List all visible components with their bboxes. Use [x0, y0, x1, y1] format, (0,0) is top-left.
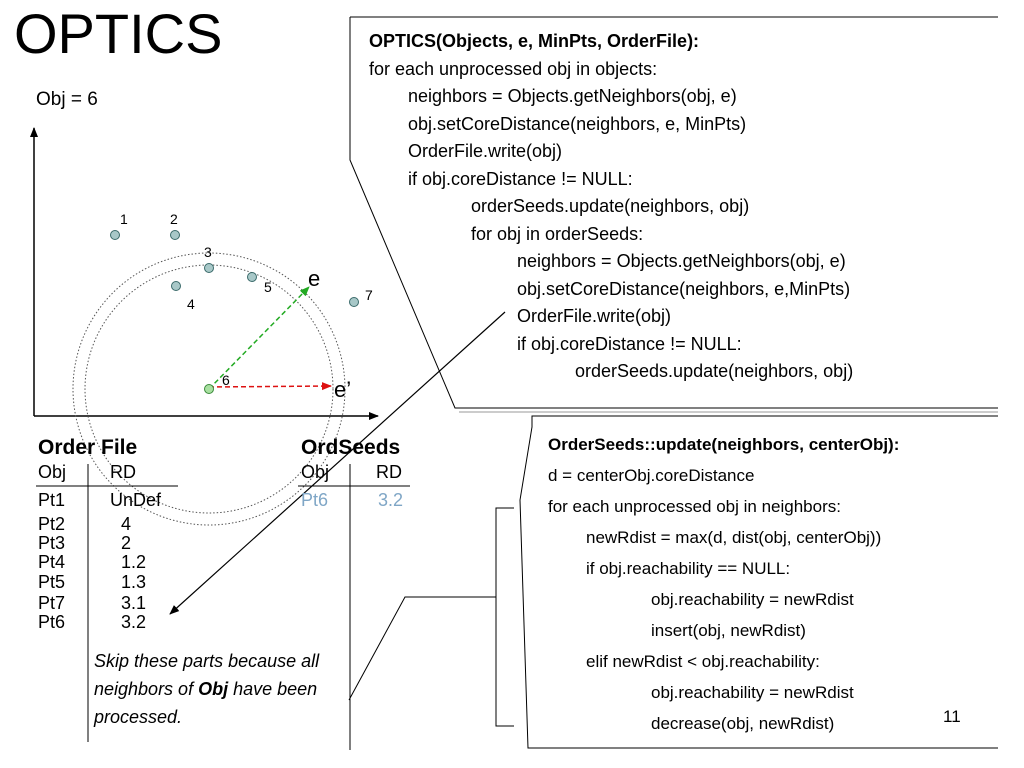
skip-note-text: neighbors of	[94, 679, 199, 699]
code-line: elif newRdist < obj.reachability:	[586, 652, 820, 671]
point-label-6: 6	[222, 372, 230, 388]
order-file-header-obj: Obj	[38, 462, 67, 482]
order-file-row-obj: Pt6	[38, 612, 66, 632]
order-file-row-rd: UnDef	[110, 490, 162, 510]
code-line: newRdist = max(d, dist(obj, centerObj))	[586, 528, 882, 547]
code-line: obj.reachability = newRdist	[651, 590, 854, 609]
code-line: obj.setCoreDistance(neighbors, e, MinPts…	[408, 113, 747, 134]
code-line: insert(obj, newRdist)	[651, 621, 806, 640]
code-line: for each unprocessed obj in neighbors:	[548, 497, 841, 516]
ordseeds-header-obj: Obj	[301, 462, 330, 482]
skip-pointer	[348, 596, 496, 701]
eps-circle-inner	[84, 264, 334, 514]
code-line: obj.reachability = newRdist	[651, 683, 854, 702]
code-line: orderSeeds.update(neighbors, obj)	[575, 361, 854, 381]
optics-code: OPTICS(Objects, e, MinPts, OrderFile): f…	[369, 28, 853, 386]
point-label-1: 1	[120, 211, 128, 227]
point-6	[204, 384, 214, 394]
code-line: OrderFile.write(obj)	[408, 141, 563, 161]
order-file-row-obj: Pt4	[38, 552, 66, 572]
point-2	[170, 230, 180, 240]
code-line: d = centerObj.coreDistance	[548, 466, 755, 485]
code-line: for each unprocessed obj in objects:	[369, 58, 658, 79]
point-1	[110, 230, 120, 240]
code-line: neighbors = Objects.getNeighbors(obj, e)	[408, 86, 737, 106]
order-file-row-rd: 4	[121, 514, 132, 534]
code-line: OrderFile.write(obj)	[517, 306, 672, 326]
skip-note-obj: Obj	[198, 679, 229, 699]
skip-note-line: processed.	[94, 707, 183, 727]
ordseeds-row-rd: 3.2	[378, 490, 404, 510]
eps-label: e	[308, 266, 320, 291]
point-label-2: 2	[170, 211, 178, 227]
page-number: 11	[943, 707, 961, 726]
code-line: OrderSeeds::update(neighbors, centerObj)…	[548, 435, 900, 454]
point-7	[349, 297, 359, 307]
update-bracket	[495, 507, 514, 727]
order-file-row-obj: Pt2	[38, 514, 66, 534]
code-line: if obj.coreDistance != NULL:	[517, 333, 742, 354]
code-line: obj.setCoreDistance(neighbors, e,MinPts)	[517, 278, 851, 299]
eps-circle-outer	[72, 252, 346, 526]
code-line: for obj in orderSeeds:	[471, 223, 644, 244]
point-label-7: 7	[365, 287, 373, 303]
order-file-row-rd: 3.1	[121, 593, 147, 613]
point-4	[171, 281, 181, 291]
order-file-title: Order File	[38, 436, 138, 459]
ordseeds-row-obj: Pt6	[301, 490, 329, 510]
point-label-3: 3	[204, 244, 212, 260]
code-line: decrease(obj, newRdist)	[651, 714, 835, 733]
callout-arrow	[169, 311, 506, 615]
order-file-row-obj: Pt3	[38, 533, 66, 553]
order-file-row-obj: Pt1	[38, 490, 66, 510]
update-code: OrderSeeds::update(neighbors, centerObj)…	[548, 429, 899, 739]
code-line: if obj.coreDistance != NULL:	[408, 168, 633, 189]
point-label-4: 4	[187, 296, 195, 312]
skip-note-text: have been	[228, 679, 318, 699]
skip-note-line: neighbors of Obj have been	[94, 675, 319, 703]
order-file-row-rd: 1.3	[121, 572, 147, 592]
point-5	[247, 272, 257, 282]
skip-note-line: Skip these parts because all	[94, 651, 320, 671]
order-file-header-rd: RD	[110, 462, 136, 482]
order-file-row-obj: Pt7	[38, 593, 66, 613]
optics-code-box	[349, 16, 998, 409]
order-file-row-rd: 1.2	[121, 552, 147, 572]
order-file-row-rd: 2	[121, 533, 132, 553]
code-line: neighbors = Objects.getNeighbors(obj, e)	[517, 251, 846, 271]
slide-title: OPTICS	[14, 2, 223, 65]
skip-note: Skip these parts because all neighbors o…	[94, 647, 319, 731]
code-line: OPTICS(Objects, e, MinPts, OrderFile):	[369, 31, 700, 51]
ordseeds-title: OrdSeeds	[301, 436, 401, 459]
point-3	[204, 263, 214, 273]
point-label-5: 5	[264, 279, 272, 295]
obj-count-label: Obj = 6	[36, 89, 98, 110]
code-line: orderSeeds.update(neighbors, obj)	[471, 196, 750, 216]
eps-prime-arrow-red	[208, 382, 332, 391]
ordseeds-header-rd: RD	[376, 462, 402, 482]
order-file-row-rd: 3.2	[121, 612, 147, 632]
update-code-box	[519, 415, 998, 749]
eps-prime-label: e’	[334, 377, 351, 402]
order-file-row-obj: Pt5	[38, 572, 66, 592]
code-line: if obj.reachability == NULL:	[586, 559, 791, 578]
